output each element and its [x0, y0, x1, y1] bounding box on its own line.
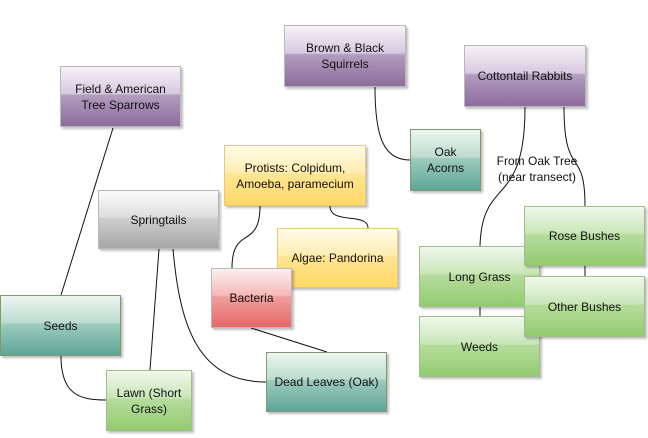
edge-squirrels-acorns: [374, 86, 411, 161]
node-seeds[interactable]: Seeds: [0, 295, 121, 356]
node-label: Field & American Tree Sparrows: [75, 81, 166, 112]
node-label: Other Bushes: [547, 299, 622, 314]
node-label: Long Grass: [448, 269, 511, 284]
node-rose-bushes[interactable]: Rose Bushes: [524, 206, 645, 266]
node-sparrows[interactable]: Field & American Tree Sparrows: [60, 66, 181, 127]
edge-rabbits-longgrass: [479, 106, 526, 247]
node-label: Rose Bushes: [548, 229, 621, 243]
node-rabbits[interactable]: Cottontail Rabbits: [464, 45, 586, 107]
node-algae[interactable]: Algae: Pandorina: [277, 228, 398, 288]
node-label: Brown & Black Squirrels: [305, 41, 385, 71]
edge-sparrows-seeds: [60, 127, 114, 296]
edge-rabbits-rose: [563, 106, 586, 207]
node-label: Cottontail Rabbits: [477, 69, 573, 83]
edge-bacteria-deadleaves: [250, 327, 328, 353]
node-other-bushes[interactable]: Other Bushes: [524, 276, 645, 337]
edge-protists-bacteria: [231, 205, 261, 269]
node-long-grass[interactable]: Long Grass: [419, 246, 540, 307]
edge-protists-algae: [329, 205, 369, 229]
node-oak-acorns[interactable]: Oak Acorns: [410, 129, 481, 191]
node-weeds[interactable]: Weeds: [419, 316, 540, 377]
edge-springtails-lawn: [149, 248, 160, 371]
node-protists[interactable]: Protists: Colpidum, Amoeba, paramecium: [224, 145, 366, 206]
node-lawn[interactable]: Lawn (Short Grass): [106, 370, 192, 431]
node-label: Algae: Pandorina: [291, 251, 384, 265]
node-label: Seeds: [43, 318, 78, 333]
node-squirrels[interactable]: Brown & Black Squirrels: [284, 25, 406, 87]
node-dead-leaves[interactable]: Dead Leaves (Oak): [266, 352, 387, 412]
node-bacteria[interactable]: Bacteria: [211, 268, 292, 328]
node-label: Springtails: [130, 212, 187, 227]
node-label: Oak Acorns: [426, 145, 465, 175]
node-label: Weeds: [460, 339, 499, 354]
edge-springtails-deadleaves: [172, 248, 267, 383]
edge-seeds-lawn: [60, 355, 107, 401]
node-label: Protists: Colpidum, Amoeba, paramecium: [236, 160, 354, 191]
node-label: Dead Leaves (Oak): [274, 375, 379, 389]
node-label: Lawn (Short Grass): [116, 385, 182, 416]
node-label: Bacteria: [229, 291, 274, 305]
node-springtails[interactable]: Springtails: [98, 190, 219, 249]
edge-label-oak-tree: From Oak Tree (near transect): [496, 154, 578, 184]
